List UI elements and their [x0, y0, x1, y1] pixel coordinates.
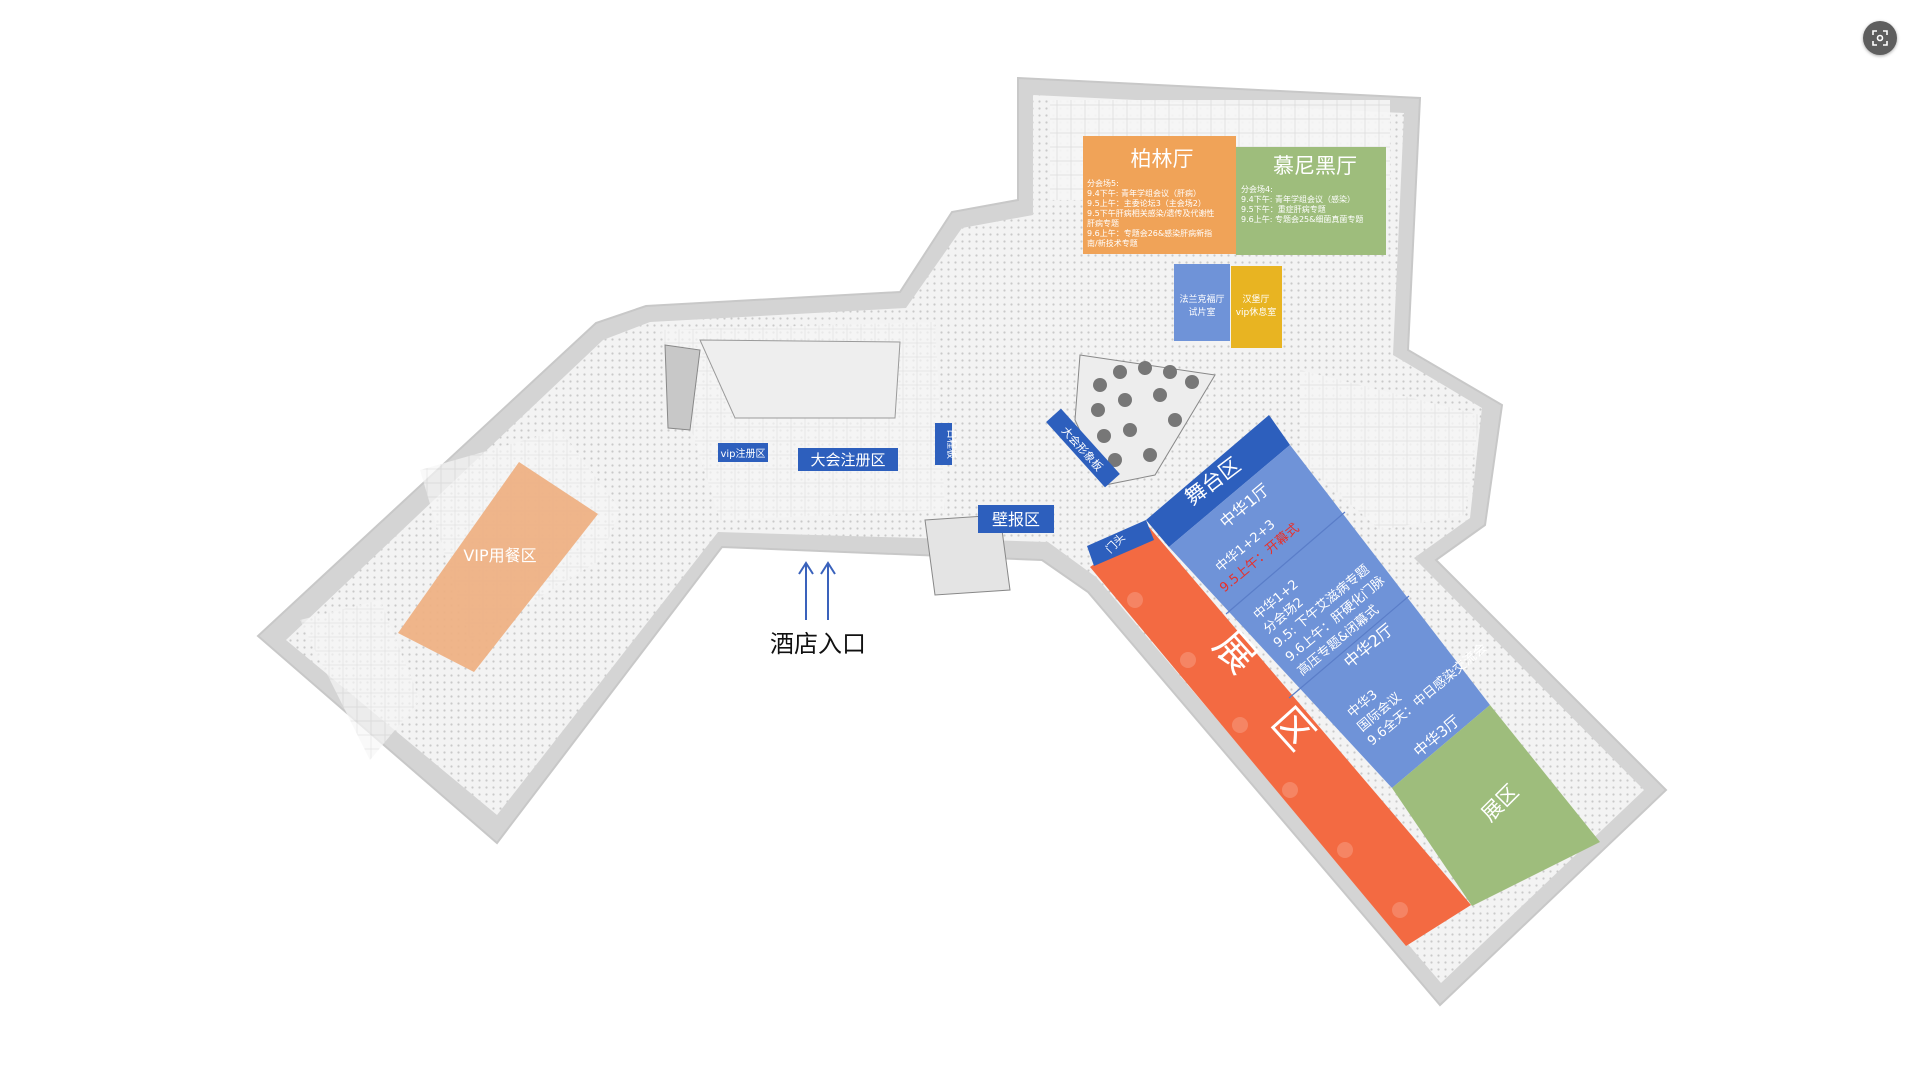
schedule-line: 9.4下午: 青年学组会议（肝病） — [1087, 188, 1201, 198]
schedule-line: 分会场5: — [1087, 178, 1119, 188]
schedule-line: 9.6上午：专题会26&感染肝病新指 — [1087, 228, 1212, 238]
zhonghua-halls[interactable] — [1169, 445, 1490, 788]
hotel-entrance[interactable]: 酒店入口 — [770, 561, 866, 658]
svg-text:大会注册区: 大会注册区 — [810, 451, 885, 469]
fit-screen-button[interactable] — [1863, 21, 1897, 55]
berlin-hall[interactable]: 柏林厅 分会场5:9.4下午: 青年学组会议（肝病）9.5上午：主委论坛3（主会… — [1083, 136, 1236, 254]
entrance-label: 酒店入口 — [770, 630, 866, 658]
agenda-board-label[interactable]: 日程板 — [935, 423, 958, 465]
schedule-line: 9.4下午: 青年学组会议（感染） — [1241, 194, 1355, 204]
vip-register-label[interactable]: vip注册区 — [718, 443, 768, 462]
schedule-line: 南/新技术专题 — [1087, 238, 1138, 248]
frankfurt-room[interactable]: 法兰克福厅 试片室 — [1174, 264, 1230, 341]
schedule-line: 9.6上午: 专题会25&细菌真菌专题 — [1241, 214, 1363, 224]
schedule-line: 9.5下午：重症肝病专题 — [1241, 204, 1326, 214]
schedule-line: 分会场4: — [1241, 184, 1273, 194]
entrance-arrow-icon — [798, 561, 836, 620]
hanburg-room[interactable]: 汉堡厅 vip休息室 — [1231, 266, 1282, 348]
munich-hall-title: 慕尼黑厅 — [1273, 154, 1357, 178]
svg-text:vip注册区: vip注册区 — [720, 447, 765, 460]
exhibit-area-green[interactable]: 展区 — [1392, 705, 1600, 906]
fit-screen-icon — [1872, 30, 1888, 46]
main-register-label[interactable]: 大会注册区 — [798, 448, 898, 471]
hanburg-room-name: 汉堡厅 — [1242, 293, 1269, 305]
berlin-hall-title: 柏林厅 — [1131, 147, 1194, 171]
schedule-line: 9.5下午肝病相关感染/遗传及代谢性 — [1087, 208, 1214, 218]
exhibit-area-main[interactable]: 展 区 — [1090, 527, 1471, 946]
berlin-hall-schedule: 分会场5:9.4下午: 青年学组会议（肝病）9.5上午：主委论坛3（主会场2）9… — [1087, 178, 1214, 248]
svg-text:壁报区: 壁报区 — [992, 510, 1040, 529]
vip-dining-area[interactable]: VIP用餐区 — [398, 462, 598, 672]
munich-hall-schedule: 分会场4:9.4下午: 青年学组会议（感染）9.5下午：重症肝病专题9.6上午:… — [1241, 184, 1363, 224]
frankfurt-room-name: 法兰克福厅 — [1179, 293, 1224, 305]
svg-text:日程板: 日程板 — [945, 429, 958, 459]
poster-area-label[interactable]: 壁报区 — [978, 505, 1054, 533]
schedule-line: 9.5上午：主委论坛3（主会场2） — [1087, 198, 1206, 208]
munich-hall[interactable]: 慕尼黑厅 分会场4:9.4下午: 青年学组会议（感染）9.5下午：重症肝病专题9… — [1236, 147, 1386, 255]
hanburg-room-use: vip休息室 — [1236, 306, 1277, 318]
schedule-line: 肝病专题 — [1087, 218, 1119, 228]
vip-dining-label: VIP用餐区 — [463, 546, 536, 565]
frankfurt-room-use: 试片室 — [1188, 306, 1215, 318]
